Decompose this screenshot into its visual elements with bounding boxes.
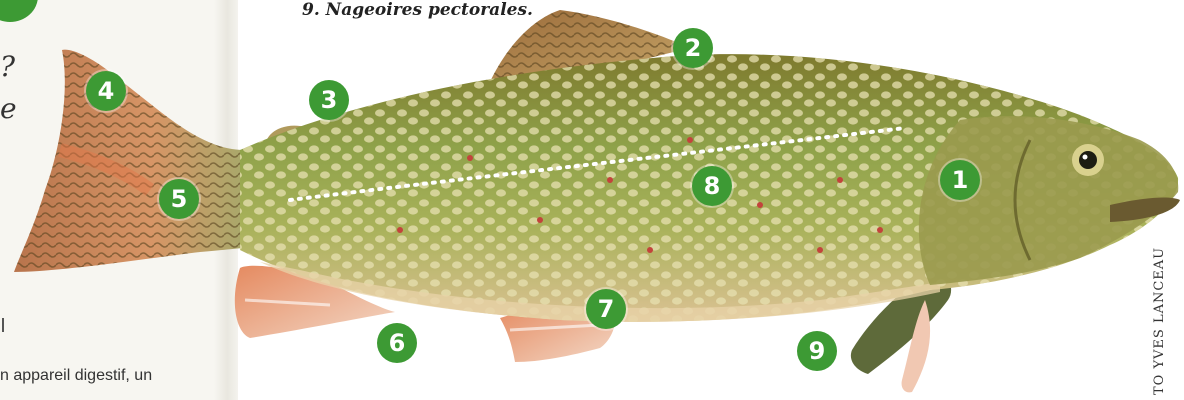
label-4: 4 — [86, 71, 126, 111]
photo-credit: TO YVES LANCEAU — [1152, 247, 1167, 395]
label-9: 9 — [797, 331, 837, 371]
label-3: 3 — [309, 80, 349, 120]
label-7: 7 — [586, 289, 626, 329]
label-5: 5 — [159, 179, 199, 219]
label-1: 1 — [940, 160, 980, 200]
label-6: 6 — [377, 323, 417, 363]
label-8: 8 — [692, 166, 732, 206]
label-2: 2 — [673, 28, 713, 68]
caudal-fin — [0, 40, 250, 280]
